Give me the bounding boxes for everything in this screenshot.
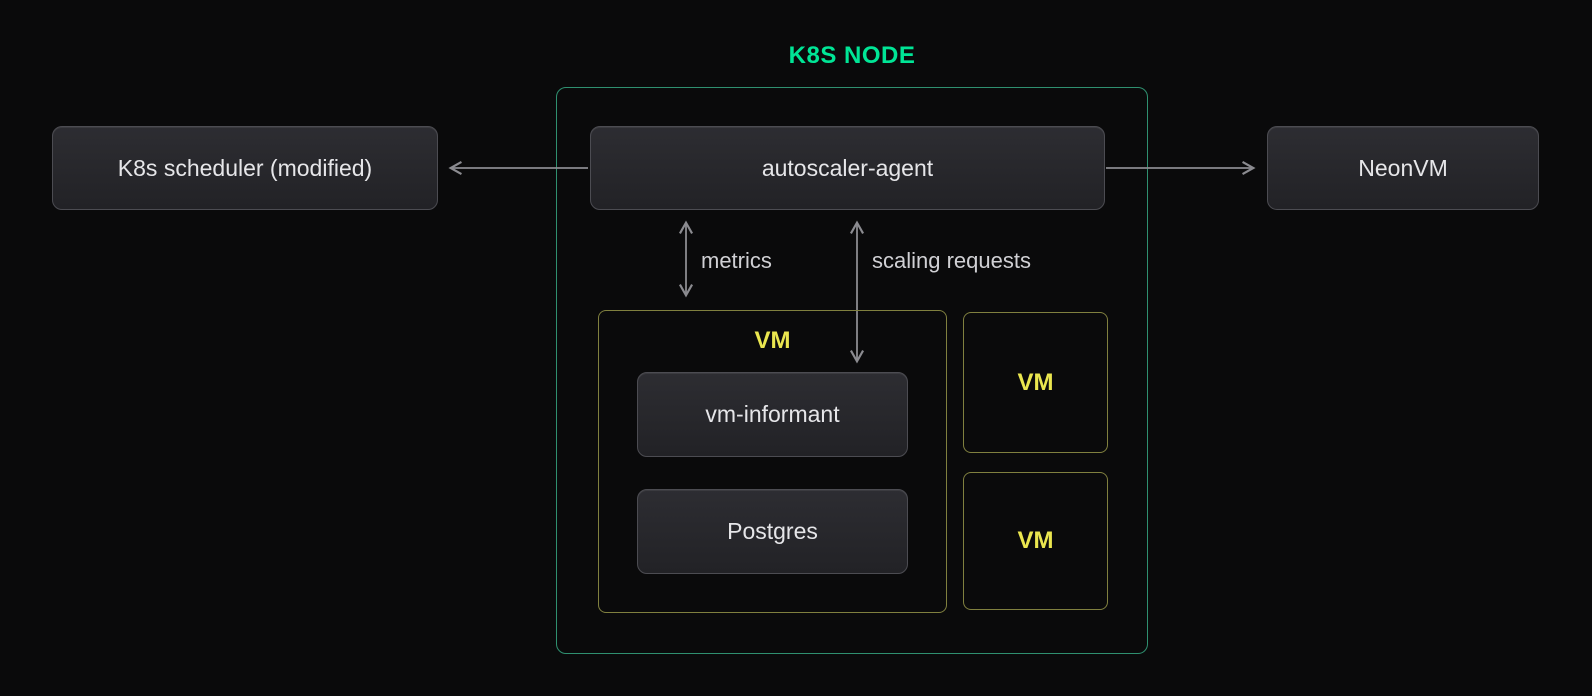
vm-box-2-label: VM xyxy=(1017,527,1054,554)
vm-group-container: VM xyxy=(598,310,947,613)
edge-label-metrics: metrics xyxy=(701,248,772,273)
edge-label-scaling-requests: scaling requests xyxy=(872,248,1031,273)
node-autoscaler-agent: autoscaler-agent xyxy=(590,126,1105,210)
node-autoscaler-agent-label: autoscaler-agent xyxy=(761,154,934,181)
k8s-node-container xyxy=(556,87,1148,654)
node-postgres-label: Postgres xyxy=(727,518,818,544)
node-vm-informant: vm-informant xyxy=(637,372,908,457)
vm-group-label: VM xyxy=(754,327,791,354)
node-neonvm-label: NeonVM xyxy=(1358,154,1448,181)
node-vm-informant-label: vm-informant xyxy=(705,401,840,427)
vm-box-1-label: VM xyxy=(1017,368,1054,396)
k8s-node-title: K8S NODE xyxy=(788,42,916,69)
node-neonvm: NeonVM xyxy=(1267,126,1539,210)
vm-box-1: VM xyxy=(963,312,1108,453)
node-postgres: Postgres xyxy=(637,489,908,574)
node-k8s-scheduler-label: K8s scheduler (modified) xyxy=(117,154,373,181)
node-k8s-scheduler: K8s scheduler (modified) xyxy=(52,126,438,210)
vm-box-2: VM xyxy=(963,472,1108,610)
